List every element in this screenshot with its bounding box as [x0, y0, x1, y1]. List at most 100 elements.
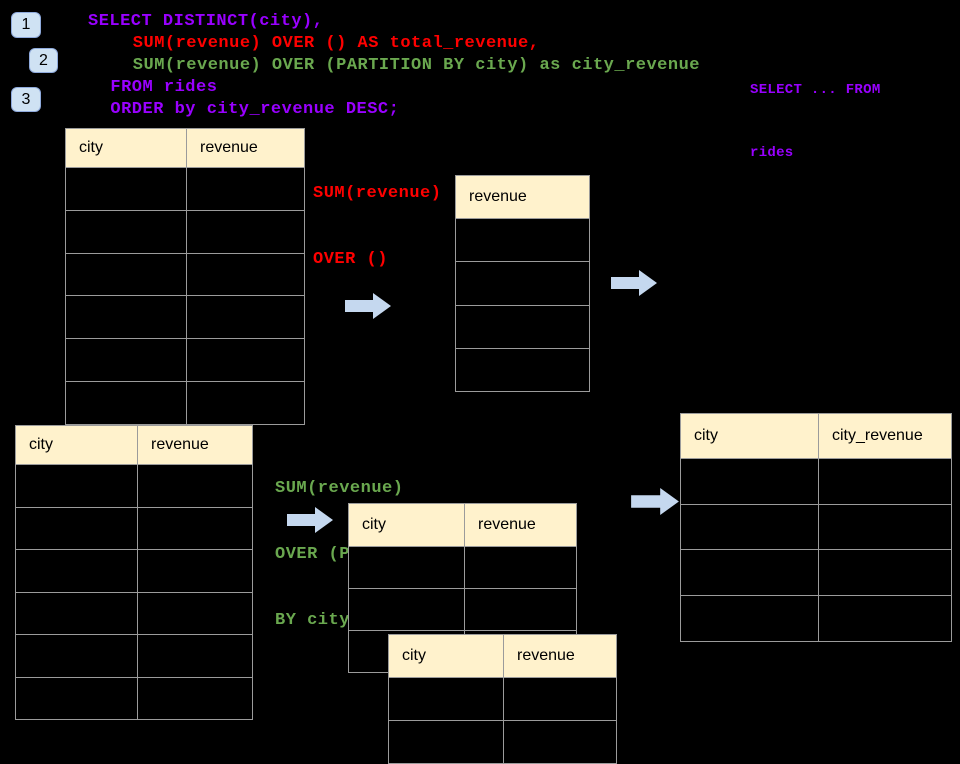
- table-row: [681, 595, 951, 641]
- partition-annotation-line1: SUM(revenue): [275, 479, 404, 498]
- column-header-city_revenue: city_revenue: [818, 414, 951, 458]
- empty-cell: [464, 589, 576, 630]
- empty-cell: [137, 550, 252, 592]
- table-header-row: city revenue: [349, 504, 576, 546]
- empty-cell: [818, 596, 951, 641]
- empty-cell: [818, 504, 951, 550]
- table-row: [66, 380, 304, 424]
- sql-line-5: ORDER by city_revenue DESC;: [110, 100, 400, 119]
- arrow-partition-in: [287, 507, 333, 533]
- from-clause-note-line2: rides: [750, 145, 794, 161]
- column-header-revenue: revenue: [464, 504, 576, 546]
- empty-cell: [186, 168, 304, 210]
- table-final-result: city city_revenue: [680, 413, 952, 642]
- empty-cell: [186, 339, 304, 381]
- table-row: [16, 591, 252, 635]
- table-header-row: city city_revenue: [681, 414, 951, 458]
- table-row: [66, 252, 304, 296]
- table-partition-result: city revenue: [388, 634, 617, 764]
- column-header-city: city: [29, 436, 53, 453]
- column-header-city: city: [694, 427, 718, 444]
- empty-cell: [66, 211, 186, 253]
- empty-cell: [66, 339, 186, 381]
- table-row: [66, 209, 304, 253]
- table-row: [389, 677, 616, 720]
- slide-canvas: 1 2 3 SELECT DISTINCT(city), SUM(revenue)…: [11, 11, 952, 764]
- column-header-revenue: revenue: [137, 426, 252, 464]
- empty-cell: [16, 465, 137, 507]
- partition-annotation-line3: BY city): [275, 611, 361, 630]
- empty-cell: [456, 219, 589, 261]
- table-row: [16, 464, 252, 507]
- sql-line-4: FROM rides: [110, 78, 218, 97]
- empty-cell: [818, 550, 951, 596]
- column-header-revenue: revenue: [186, 129, 304, 167]
- empty-cell: [681, 505, 818, 550]
- empty-cell: [137, 465, 252, 507]
- arrow-to-final-result: [631, 488, 679, 515]
- step-badge-1: 1: [11, 12, 41, 38]
- table-row: [456, 261, 589, 305]
- table-row: [456, 304, 589, 348]
- table-row: [681, 458, 951, 504]
- sql-line-1: SELECT DISTINCT(city),: [88, 12, 324, 31]
- empty-cell: [349, 589, 464, 630]
- from-clause-note: SELECT ... FROM rides: [750, 38, 881, 206]
- table-header-row: revenue: [456, 176, 589, 218]
- sql-line-2: SUM(revenue) OVER () AS total_revenue,: [132, 34, 540, 53]
- empty-cell: [456, 306, 589, 348]
- empty-cell: [137, 592, 252, 634]
- empty-cell: [818, 459, 951, 504]
- empty-cell: [186, 381, 304, 424]
- empty-cell: [681, 596, 818, 641]
- table-row: [16, 549, 252, 592]
- table-row: [456, 347, 589, 392]
- empty-cell: [137, 677, 252, 719]
- arrow-source-to-total: [345, 293, 391, 319]
- table-row: [456, 218, 589, 262]
- empty-cell: [16, 593, 137, 635]
- column-header-city: city: [362, 516, 386, 533]
- table-source-top: city revenue: [65, 128, 305, 425]
- column-header-revenue: revenue: [469, 188, 527, 205]
- empty-cell: [503, 721, 616, 763]
- column-header-city: city: [79, 139, 103, 156]
- table-row: [681, 503, 951, 550]
- empty-cell: [349, 547, 464, 588]
- empty-cell: [66, 296, 186, 338]
- table-header-row: city revenue: [16, 426, 252, 464]
- table-row: [681, 549, 951, 596]
- table-source-bottom: city revenue: [15, 425, 253, 720]
- table-row: [389, 720, 616, 763]
- table-header-row: city revenue: [66, 129, 304, 167]
- sql-code-block: SELECT DISTINCT(city), SUM(revenue) OVER …: [88, 11, 700, 121]
- step-badge-2: 2: [29, 48, 58, 73]
- total-revenue-annotation: SUM(revenue) OVER (): [313, 139, 441, 315]
- table-row: [349, 588, 576, 630]
- total-revenue-annotation-line1: SUM(revenue): [313, 184, 442, 203]
- column-header-revenue: revenue: [503, 635, 616, 677]
- step-badge-3: 3: [11, 87, 41, 112]
- empty-cell: [503, 678, 616, 720]
- empty-cell: [137, 635, 252, 677]
- empty-cell: [16, 550, 137, 592]
- table-row: [66, 167, 304, 210]
- empty-cell: [66, 168, 186, 210]
- empty-cell: [681, 550, 818, 595]
- table-row: [16, 506, 252, 550]
- empty-cell: [16, 508, 137, 550]
- empty-cell: [464, 547, 576, 588]
- table-row: [16, 676, 252, 719]
- empty-cell: [186, 210, 304, 253]
- table-row: [16, 634, 252, 677]
- sql-line-3: SUM(revenue) OVER (PARTITION BY city) as…: [132, 56, 700, 75]
- table-header-row: city revenue: [389, 635, 616, 677]
- total-revenue-annotation-line2: OVER (): [313, 250, 388, 269]
- arrow-total-result-out: [611, 270, 657, 296]
- empty-cell: [456, 262, 589, 304]
- table-row: [66, 338, 304, 381]
- empty-cell: [186, 296, 304, 339]
- column-header-city: city: [402, 647, 426, 664]
- empty-cell: [389, 678, 503, 720]
- empty-cell: [66, 254, 186, 296]
